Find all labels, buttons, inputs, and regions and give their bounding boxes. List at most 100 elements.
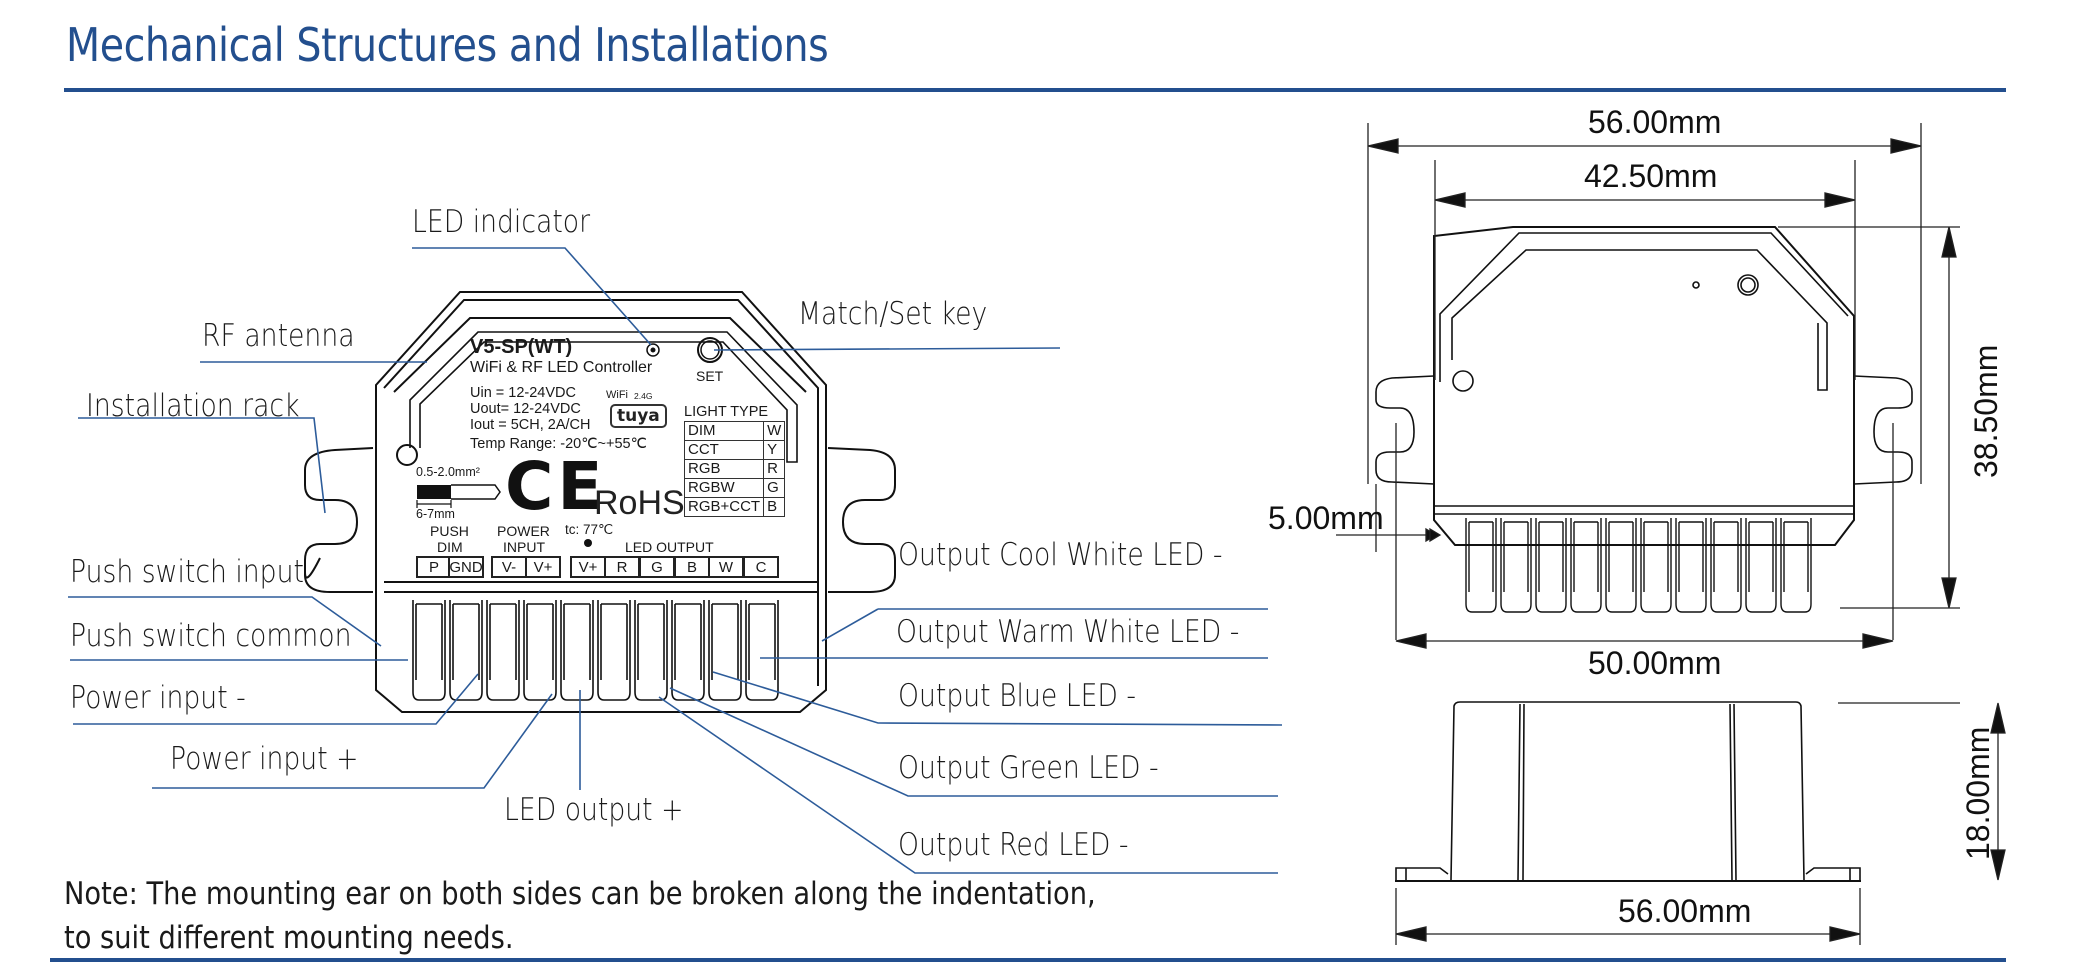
callout-power-input-minus: Power input - xyxy=(70,680,246,716)
terminal-clamp xyxy=(1675,518,1707,613)
rf-antenna-trace xyxy=(409,331,798,463)
wire-gauge: 0.5-2.0mm² xyxy=(416,465,480,479)
device-spec-uin: Uin = 12-24VDC xyxy=(470,385,576,401)
device-spec-iout: Iout = 5CH, 2A/CH xyxy=(470,417,591,433)
page-title: Mechanical Structures and Installations xyxy=(66,18,829,72)
side-dimension-lines xyxy=(1395,702,2006,945)
dim-body-width: 42.50mm xyxy=(1584,158,1718,194)
light-type-name: RGB+CCT xyxy=(683,497,765,517)
tuya-badge: tuya xyxy=(610,404,667,428)
dim-side-width: 56.00mm xyxy=(1618,893,1752,929)
callout-output-blue: Output Blue LED - xyxy=(898,678,1137,714)
group-dim: DIM xyxy=(437,539,463,555)
callout-match-set-key: Match/Set key xyxy=(798,296,988,332)
terminal-clamp xyxy=(1605,518,1637,613)
terminal-clamp xyxy=(1570,518,1602,613)
set-label: SET xyxy=(696,368,724,384)
dimension-top-view xyxy=(1375,226,1913,546)
terminal-clamp xyxy=(1780,518,1812,613)
device-subtitle: WiFi & RF LED Controller xyxy=(470,359,653,376)
title-underline xyxy=(64,88,2006,92)
dimension-side-view xyxy=(1395,701,1861,882)
terminal-clamp xyxy=(412,600,446,701)
terminal-clamps xyxy=(412,600,779,701)
housing-outline xyxy=(375,291,827,713)
terminal-label: P xyxy=(416,556,452,578)
mounting-ear-right xyxy=(827,447,896,593)
footer-rule xyxy=(50,958,2006,962)
note-line-2: to suit different mounting needs. xyxy=(64,920,514,956)
leader-lines xyxy=(68,247,1283,874)
tc-temp: tc: 77℃ xyxy=(565,522,614,537)
light-type-code: W xyxy=(763,421,786,441)
callout-output-warm-white: Output Warm White LED - xyxy=(896,614,1240,650)
terminal-clamp xyxy=(560,600,594,701)
group-power: POWER xyxy=(497,523,550,539)
wifi-label: WiFi xyxy=(606,389,628,401)
light-type-header: LIGHT TYPE xyxy=(684,404,769,420)
strip-length: 6-7mm xyxy=(416,507,455,521)
callout-led-output-plus: LED output + xyxy=(504,792,684,828)
callout-output-cool-white: Output Cool White LED - xyxy=(898,537,1223,573)
device-top-view xyxy=(304,291,896,713)
band-label: 2.4G xyxy=(634,391,653,401)
terminal-label: V- xyxy=(491,556,527,578)
device-spec-temp: Temp Range: -20℃~+55℃ xyxy=(470,436,647,452)
callout-power-input-plus: Power input + xyxy=(170,741,359,777)
callout-output-green: Output Green LED - xyxy=(898,750,1159,786)
group-input: INPUT xyxy=(503,539,545,555)
terminal-clamp xyxy=(1745,518,1777,613)
light-type-name: CCT xyxy=(683,440,765,460)
dim-overall-width: 56.00mm xyxy=(1588,104,1722,140)
terminal-label: W xyxy=(708,556,744,578)
terminal-clamp xyxy=(1465,518,1497,613)
dim-side-height: 18.00mm xyxy=(1960,726,1996,860)
light-type-code: Y xyxy=(763,440,786,460)
terminal-clamp xyxy=(523,600,557,701)
terminal-clamp xyxy=(745,600,779,701)
callout-led-indicator: LED indicator xyxy=(412,204,591,240)
terminal-clamp xyxy=(671,600,705,701)
terminal-clamp xyxy=(708,600,742,701)
terminal-label: B xyxy=(674,556,710,578)
light-type-name: RGB xyxy=(683,459,765,479)
wire-stripped-icon xyxy=(417,485,451,499)
callout-installation-rack: Installation rack xyxy=(86,388,300,424)
terminal-clamp xyxy=(634,600,668,701)
note-line-1: Note: The mounting ear on both sides can… xyxy=(64,876,1096,912)
group-led-output: LED OUTPUT xyxy=(625,539,714,555)
terminal-label: GND xyxy=(448,556,484,578)
dim-hole-spacing: 50.00mm xyxy=(1588,645,1722,681)
callout-rf-antenna: RF antenna xyxy=(202,318,355,354)
light-type-name: RGBW xyxy=(683,478,765,498)
terminal-label: V+ xyxy=(525,556,561,578)
light-type-code: G xyxy=(763,478,786,498)
device-model: V5-SP(WT) xyxy=(470,336,573,358)
ce-mark: CE xyxy=(505,448,607,525)
dimension-lines xyxy=(1336,123,1960,649)
terminal-clamp xyxy=(1710,518,1742,613)
terminal-clamp xyxy=(1500,518,1532,613)
light-type-code: R xyxy=(763,459,786,479)
led-indicator xyxy=(646,343,660,357)
terminal-clamp xyxy=(597,600,631,701)
terminal-clamp xyxy=(449,600,483,701)
terminal-label: R xyxy=(604,556,640,578)
rohs-mark: RoHS xyxy=(594,484,685,522)
callout-output-red: Output Red LED - xyxy=(898,827,1129,863)
terminal-clamp xyxy=(1640,518,1672,613)
callout-push-switch-common: Push switch common xyxy=(70,618,352,654)
dim-ear-offset: 5.00mm xyxy=(1268,500,1384,536)
light-type-code: B xyxy=(763,497,786,517)
antenna-mount-hole xyxy=(396,444,418,466)
terminal-label: G xyxy=(639,556,675,578)
callout-push-switch-input: Push switch input xyxy=(70,554,304,590)
terminal-clamp xyxy=(486,600,520,701)
terminal-clamps-right-view xyxy=(1465,518,1812,613)
terminal-label: C xyxy=(743,556,779,578)
